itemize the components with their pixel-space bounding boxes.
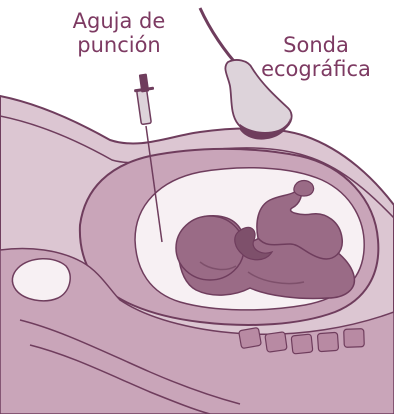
vertebra — [344, 329, 365, 348]
probe-label: Sonda ecográfica — [238, 33, 394, 81]
probe-cable — [200, 8, 240, 68]
fetus-foot — [294, 181, 314, 196]
vertebra — [265, 332, 287, 353]
vertebra — [291, 334, 313, 354]
bladder — [12, 259, 70, 301]
probe-label-line1: Sonda — [238, 33, 394, 57]
needle-label: Aguja de punción — [58, 9, 180, 57]
vertebra — [239, 327, 262, 348]
needle-label-line1: Aguja de — [58, 9, 180, 33]
probe-label-line2: ecográfica — [238, 57, 394, 81]
needle-label-line2: punción — [58, 33, 180, 57]
fetus-head — [176, 216, 244, 280]
vertebra — [317, 332, 338, 351]
syringe-barrel — [137, 89, 152, 124]
